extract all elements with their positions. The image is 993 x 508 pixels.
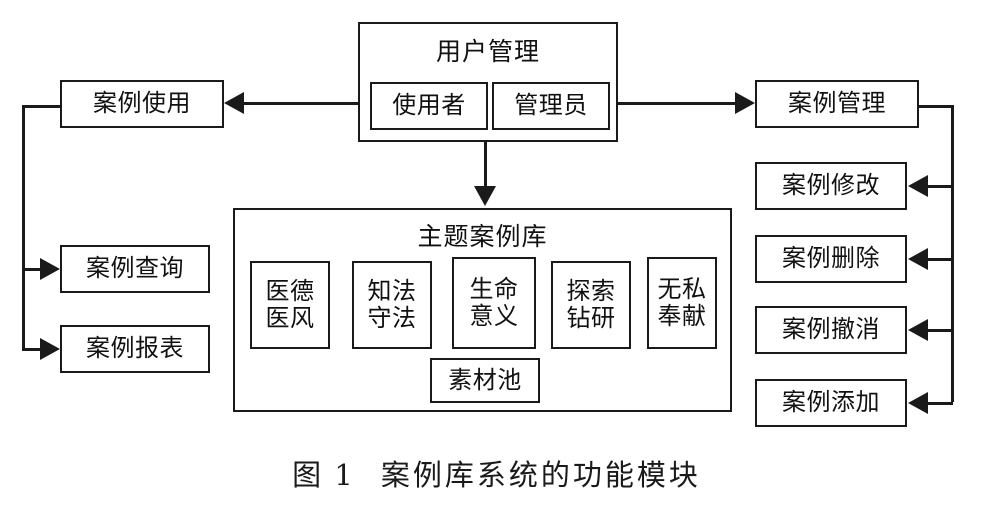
node-case-query-label: 案例查询 <box>86 254 184 283</box>
node-case-add[interactable]: 案例添加 <box>755 379 907 427</box>
node-user-role-user[interactable]: 使用者 <box>370 82 488 130</box>
node-case-modify-label: 案例修改 <box>782 171 880 200</box>
node-category-exploration-line2: 钻研 <box>566 304 616 332</box>
node-category-dedication-line1: 无私 <box>657 275 707 304</box>
connector-casemgmt-stub <box>917 105 953 108</box>
figure-caption-text: 案例库系统的功能模块 <box>380 458 701 492</box>
node-category-law-abiding-line2: 守法 <box>367 304 417 332</box>
node-category-medical-ethics-line1: 医德 <box>265 277 315 306</box>
node-material-pool-label: 素材池 <box>448 365 522 394</box>
connector-bus-to-casedelete <box>928 258 953 261</box>
node-category-law-abiding-line1: 知法 <box>367 277 417 306</box>
figure-caption: 图 1 案例库系统的功能模块 <box>0 452 993 494</box>
arrowhead-casequery <box>40 258 60 280</box>
node-category-dedication[interactable]: 无私 奉献 <box>647 257 717 349</box>
node-case-report-label: 案例报表 <box>86 334 184 363</box>
node-user-role-user-label: 使用者 <box>392 91 466 120</box>
connector-bus-to-casequery <box>22 268 42 271</box>
node-case-report[interactable]: 案例报表 <box>60 325 210 373</box>
node-case-add-label: 案例添加 <box>782 388 880 417</box>
node-case-delete[interactable]: 案例删除 <box>755 235 907 283</box>
node-user-role-admin[interactable]: 管理员 <box>492 82 610 130</box>
node-category-exploration-line1: 探索 <box>566 277 616 306</box>
arrowhead-casemgmt <box>735 92 755 114</box>
node-material-pool[interactable]: 素材池 <box>430 358 540 403</box>
node-category-law-abiding[interactable]: 知法 守法 <box>352 261 432 349</box>
node-case-management[interactable]: 案例管理 <box>755 80 919 128</box>
node-case-usage[interactable]: 案例使用 <box>60 80 224 128</box>
node-user-management-label: 用户管理 <box>435 37 540 66</box>
connector-bus-to-casemodify <box>928 185 953 188</box>
node-category-life-meaning-line2: 意义 <box>469 302 519 330</box>
connector-left-bus <box>22 105 25 350</box>
node-category-life-meaning[interactable]: 生命 意义 <box>452 257 536 349</box>
node-case-query[interactable]: 案例查询 <box>60 245 210 293</box>
connector-bus-to-caseadd <box>928 402 953 405</box>
arrowhead-caseadd <box>908 392 928 414</box>
node-case-modify[interactable]: 案例修改 <box>755 162 907 210</box>
connector-right-bus <box>951 105 954 402</box>
node-case-management-label: 案例管理 <box>788 89 886 118</box>
node-case-delete-label: 案例删除 <box>782 244 880 273</box>
arrowhead-caselibrary <box>474 186 496 206</box>
node-case-library-label: 主题案例库 <box>417 222 548 251</box>
node-category-life-meaning-line1: 生命 <box>469 275 519 304</box>
node-category-medical-ethics[interactable]: 医德 医风 <box>250 261 330 349</box>
arrowhead-casedelete <box>908 248 928 270</box>
node-case-undo-label: 案例撤消 <box>782 315 880 344</box>
node-category-medical-ethics-line2: 医风 <box>265 304 315 332</box>
arrowhead-caseusage <box>224 92 244 114</box>
arrowhead-casereport <box>40 338 60 360</box>
connector-bus-to-caseundo <box>928 329 953 332</box>
connector-caseusage-stub <box>22 105 62 108</box>
arrowhead-casemodify <box>908 175 928 197</box>
node-category-dedication-line2: 奉献 <box>657 302 707 330</box>
node-case-usage-label: 案例使用 <box>93 89 191 118</box>
figure-caption-label: 图 1 <box>292 458 355 492</box>
arrowhead-caseundo <box>908 319 928 341</box>
node-category-exploration[interactable]: 探索 钻研 <box>551 261 631 349</box>
connector-usermgmt-to-casemgmt <box>618 102 735 105</box>
connector-bus-to-casereport <box>22 348 42 351</box>
node-user-role-admin-label: 管理员 <box>514 91 588 120</box>
node-case-undo[interactable]: 案例撤消 <box>755 306 907 354</box>
connector-usermgmt-to-caseusage <box>244 102 360 105</box>
connector-usermgmt-to-caselibrary <box>484 142 487 188</box>
